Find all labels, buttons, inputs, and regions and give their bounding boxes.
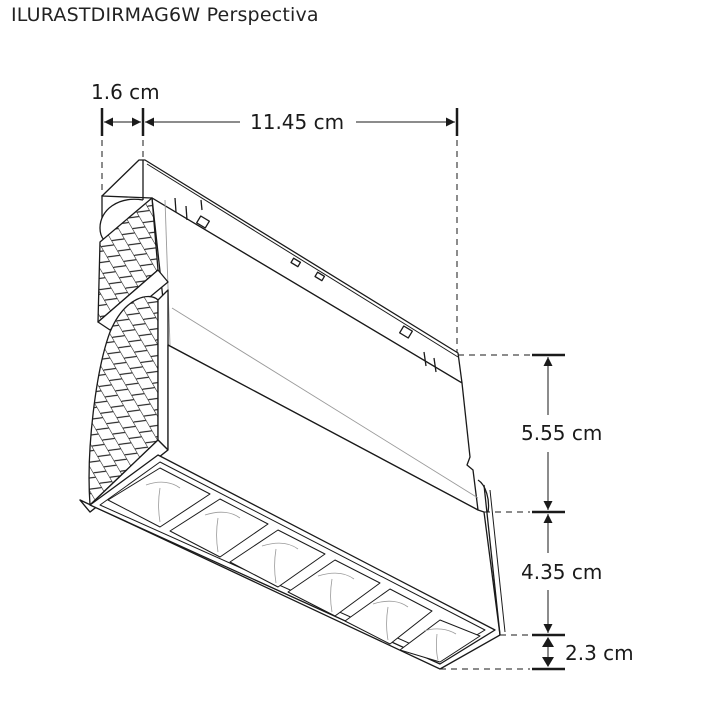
dimension-upper-height: 5.55 cm xyxy=(521,421,603,445)
dimension-length: 11.45 cm xyxy=(250,110,345,134)
lens-array xyxy=(107,467,481,663)
top-dimension-lines xyxy=(100,108,459,354)
right-dimension-lines xyxy=(440,353,565,671)
lens-reflector-curves xyxy=(145,481,457,661)
dimension-bottom-height: 2.3 cm xyxy=(565,641,634,665)
dimension-depth-top: 1.6 cm xyxy=(91,80,160,104)
drawing-title: ILURASTDIRMAG6W Perspectiva xyxy=(11,4,319,26)
dimension-middle-height: 4.35 cm xyxy=(521,560,603,584)
luminaire-body xyxy=(79,159,506,670)
